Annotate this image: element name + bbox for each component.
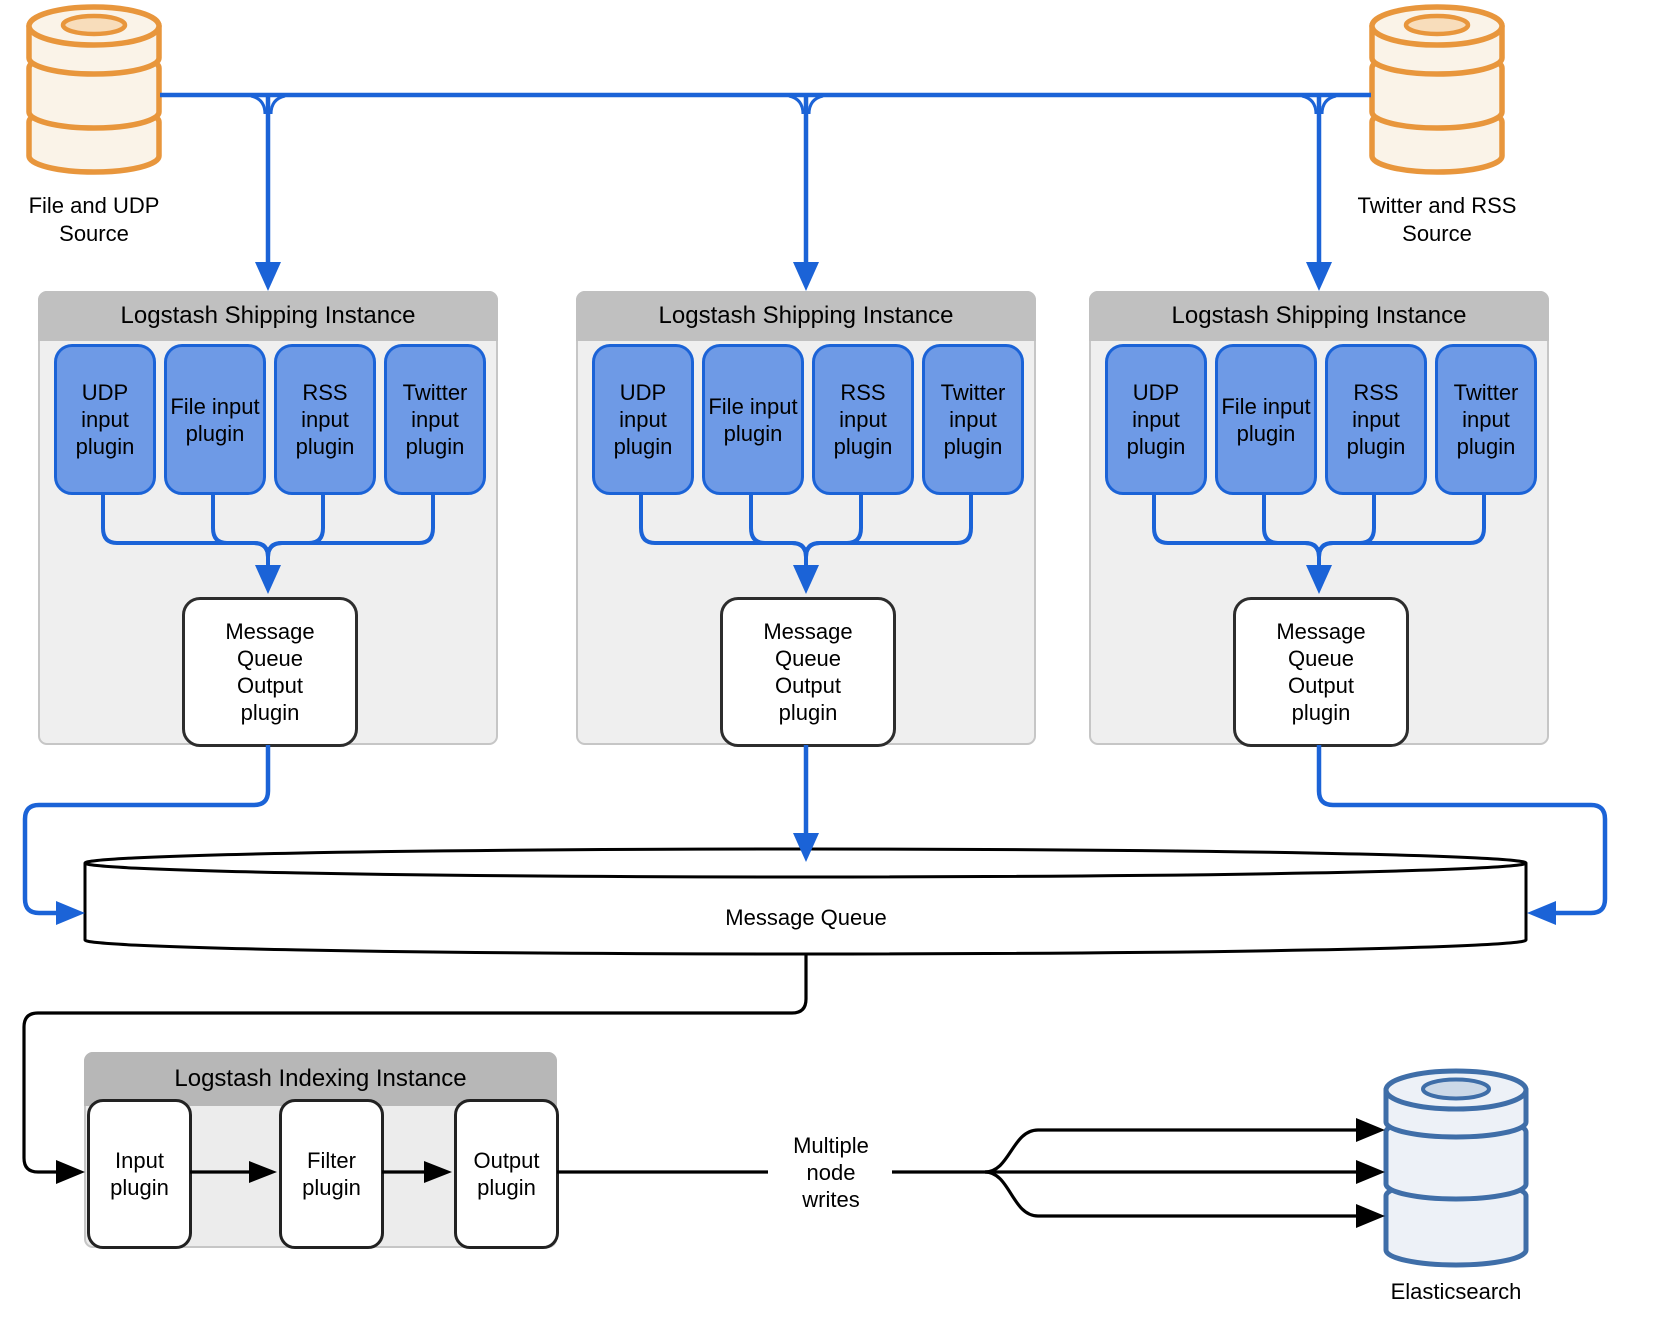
message-queue-output-plugin-node: Message Queue Output plugin [182,597,358,747]
cylinder-hole [1403,13,1471,37]
twitter-rss-source-label: Twitter and RSS Source [1357,192,1517,248]
rss-input-plugin-node: RSS input plugin [274,344,376,495]
message-queue-output-plugin-node: Message Queue Output plugin [720,597,896,747]
rss-input-plugin-node: RSS input plugin [812,344,914,495]
input-plugin-label: Input plugin [110,1148,169,1200]
queue-top [83,847,1528,879]
shipping-instance-title: Logstash Shipping Instance [38,291,498,341]
twitter-rss-source-database-icon [1369,4,1505,175]
cylinder-hole [1421,1077,1491,1101]
message-queue-output-plugin-label: Message Queue Output plugin [225,619,315,725]
source-label-line: Source [59,221,129,246]
message-queue-label: Message Queue [725,905,886,930]
file-udp-source-label: File and UDP Source [14,192,174,248]
input-plugin-row: UDP input plugin File input plugin RSS i… [1105,344,1537,495]
file-input-plugin-node: File input plugin [164,344,266,495]
file-udp-source-database-icon [26,4,162,175]
udp-input-plugin-node: UDP input plugin [54,344,156,495]
elasticsearch-database-icon [1383,1068,1529,1268]
twitter-input-plugin-node: Twitter input plugin [922,344,1024,495]
udp-input-plugin-node: UDP input plugin [592,344,694,495]
source-label-line: Twitter and RSS [1357,193,1517,218]
input-plugin-row: UDP input plugin File input plugin RSS i… [54,344,486,495]
logstash-shipping-instance-2: Logstash Shipping Instance UDP input plu… [576,291,1036,747]
logstash-shipping-instance-3: Logstash Shipping Instance UDP input plu… [1089,291,1549,747]
source-label-line: File and UDP [28,193,160,218]
elasticsearch-label: Elasticsearch [1390,1279,1522,1304]
message-queue-output-plugin-label: Message Queue Output plugin [1276,619,1366,725]
output-plugin-node: Output plugin [454,1099,559,1249]
indexing-instance-title: Logstash Indexing Instance [84,1052,557,1106]
source-label-line: Source [1402,221,1472,246]
message-queue-output-plugin-node: Message Queue Output plugin [1233,597,1409,747]
rss-input-plugin-node: RSS input plugin [1325,344,1427,495]
file-input-plugin-node: File input plugin [702,344,804,495]
shipping-instance-title: Logstash Shipping Instance [1089,291,1549,341]
message-queue-output-plugin-label: Message Queue Output plugin [763,619,853,725]
logstash-shipping-instance-1: Logstash Shipping Instance UDP input plu… [38,291,498,747]
twitter-input-plugin-node: Twitter input plugin [384,344,486,495]
input-plugin-node: Input plugin [87,1099,192,1249]
twitter-input-plugin-node: Twitter input plugin [1435,344,1537,495]
logstash-indexing-instance: Logstash Indexing Instance Input plugin … [84,1052,559,1249]
multiple-node-writes-label: Multiple node writes [786,1132,876,1213]
udp-input-plugin-node: UDP input plugin [1105,344,1207,495]
shipping-instance-title: Logstash Shipping Instance [576,291,1036,341]
output-plugin-label: Output plugin [473,1148,540,1200]
filter-plugin-node: Filter plugin [279,1099,384,1249]
input-plugin-row: UDP input plugin File input plugin RSS i… [592,344,1024,495]
file-input-plugin-node: File input plugin [1215,344,1317,495]
message-queue-cylinder [83,847,1528,956]
cylinder-hole [60,13,128,37]
filter-plugin-label: Filter plugin [302,1148,361,1200]
